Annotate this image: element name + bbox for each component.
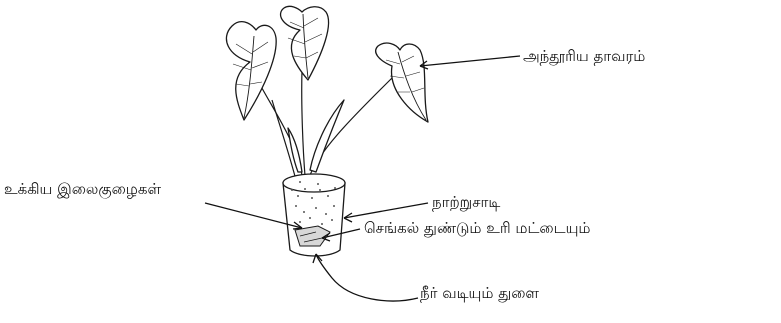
pot-illustration (283, 174, 345, 256)
label-anthurium-plant: அந்தூரிய தாவரம் (523, 47, 645, 65)
leaf-middle (281, 6, 329, 80)
label-seedling-pot: நாற்றுசாடி (432, 193, 500, 211)
label-brick-husk: செங்கல் துண்டும் உரி மட்டையும் (364, 219, 591, 237)
leaf-left (226, 22, 276, 120)
pointer-hole (316, 254, 418, 301)
leaf-right (376, 43, 428, 122)
plant-illustration (226, 6, 428, 180)
young-shoot-left (288, 128, 302, 172)
label-drainage-hole: நீர் வடியும் துளை (420, 284, 539, 302)
young-shoot (310, 100, 344, 172)
label-decayed-leaves: உக்கிய இலைகுழைகள் (4, 180, 161, 198)
pointer-plant (420, 56, 520, 66)
pointer-pot (344, 203, 428, 218)
stem-right (309, 78, 392, 178)
